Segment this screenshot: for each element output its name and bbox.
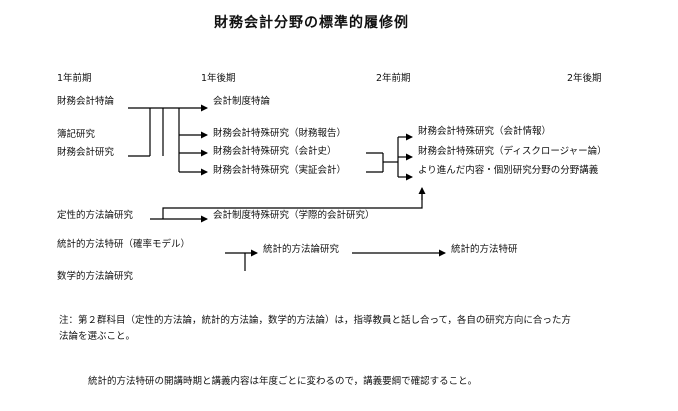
course-fa-special-info: 財務会計特殊研究（会計情報）	[418, 126, 552, 137]
course-advanced: より進んだ内容・個別研究分野の分野講義	[418, 165, 599, 176]
course-fa-special-empirical: 財務会計特殊研究（実証会計）	[213, 165, 347, 176]
course-acct-system-special: 会計制度特殊研究（学際的会計研究）	[213, 210, 375, 221]
course-fa-special-disclosure: 財務会計特殊研究（ディスクロージャー論）	[418, 146, 607, 157]
note-methodology-line1: 注：第２群科目（定性的方法論，統計的方法論，数学的方法論）は，指導教員と話し合っ…	[59, 315, 571, 326]
course-acct-system: 会計制度特論	[213, 96, 271, 107]
course-stat-special: 統計的方法特研	[451, 244, 518, 255]
course-fa-special: 財務会計特論	[57, 96, 115, 107]
course-stat-special-model: 統計的方法特研（確率モデル）	[57, 239, 191, 250]
period-label-y2-first: 2年前期	[376, 73, 411, 84]
course-math-method: 数学的方法論研究	[57, 271, 134, 282]
period-label-y1-first: 1年前期	[57, 73, 92, 84]
course-stat-method-research: 統計的方法論研究	[263, 244, 340, 255]
course-fa-special-report: 財務会計特殊研究（財務報告）	[213, 128, 347, 139]
period-label-y2-second: 2年後期	[567, 73, 602, 84]
line-qualitative-up	[162, 190, 423, 219]
course-fa-research: 財務会計研究	[57, 147, 115, 158]
page-title: 財務会計分野の標準的履修例	[214, 15, 409, 31]
course-qualitative: 定性的方法論研究	[57, 210, 134, 221]
note-methodology-line2: 法論を選ぶこと。	[59, 331, 136, 342]
course-fa-special-history: 財務会計特殊研究（会計史）	[213, 146, 337, 157]
note-stat-schedule: 統計的方法特研の開講時期と講義内容は年度ごとに変わるので，講義要綱で確認すること…	[88, 376, 478, 387]
period-label-y1-second: 1年後期	[201, 73, 236, 84]
course-bookkeeping: 簿記研究	[57, 129, 96, 140]
